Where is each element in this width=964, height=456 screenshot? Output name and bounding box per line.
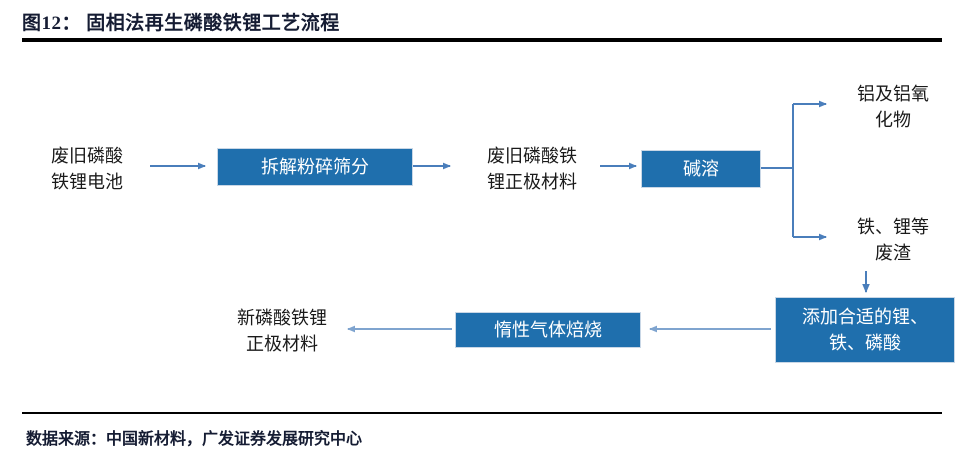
node-iron-lithium-slag: 铁、锂等 废渣	[857, 217, 929, 264]
flowchart-canvas: 废旧磷酸 铁锂电池 拆解粉碎筛分 废旧磷酸铁 锂正极材料 碱溶 铝及铝氧 化物 …	[0, 44, 964, 408]
title-divider	[22, 38, 942, 42]
node-aluminum-oxides: 铝及铝氧 化物	[857, 84, 929, 131]
source-divider	[22, 412, 942, 414]
page-title: 图12： 固相法再生磷酸铁锂工艺流程	[22, 13, 340, 34]
node-alkali-dissolution[interactable]: 碱溶	[641, 150, 761, 188]
node-waste-battery: 废旧磷酸 铁锂电池	[51, 146, 123, 193]
node-add-lithium-iron-phosphoric[interactable]: 添加合适的锂、 铁、磷酸	[775, 297, 955, 363]
node-new-lfp-cathode: 新磷酸铁锂 正极材料	[237, 308, 327, 355]
flowchart-connectors	[150, 100, 870, 333]
node-waste-cathode-material: 废旧磷酸铁 锂正极材料	[487, 146, 577, 193]
source-note: 数据来源：中国新材料，广发证券发展研究中心	[26, 431, 363, 448]
node-disassemble-crush-screen[interactable]: 拆解粉碎筛分	[217, 148, 413, 186]
node-inert-gas-roasting[interactable]: 惰性气体焙烧	[455, 312, 641, 348]
